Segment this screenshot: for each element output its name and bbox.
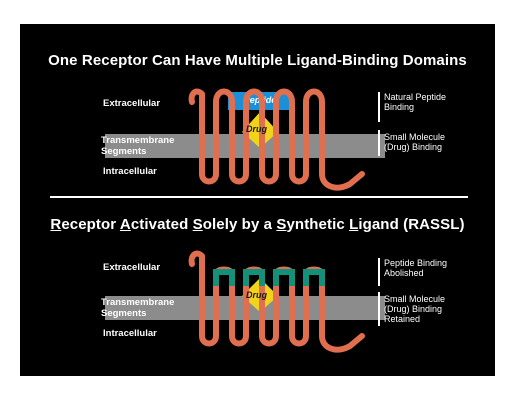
- note-small-molecule-2: (Drug) Binding: [384, 142, 443, 152]
- bottom-title-segment: igand (RASSL): [358, 216, 465, 233]
- transmembrane-label-bottom-2: Segments: [101, 308, 147, 319]
- mutant-loop-2: [243, 269, 265, 286]
- bottom-title-segment: R: [50, 216, 62, 233]
- extracellular-label-bottom: Extracellular: [103, 262, 161, 273]
- mutant-loop-1: [213, 269, 235, 286]
- panel-divider: [50, 196, 468, 198]
- bottom-title-segment: A: [119, 216, 131, 233]
- bottom-title-segment: ynthetic: [286, 216, 350, 233]
- note-drug-retained-3: Retained: [384, 314, 421, 324]
- intracellular-label-top: Intracellular: [103, 166, 157, 177]
- top-title: One Receptor Can Have Multiple Ligand-Bi…: [48, 52, 467, 69]
- slide: One Receptor Can Have Multiple Ligand-Bi…: [20, 24, 495, 376]
- note-drug-retained-1: Small Molecule: [384, 294, 446, 304]
- drug-label-bottom: Drug: [246, 290, 267, 300]
- mutant-loop-3: [273, 269, 295, 286]
- bottom-title-segment: olely by a: [202, 216, 277, 233]
- bracket-peptide-bottom: [378, 258, 380, 286]
- bottom-title-segment: S: [276, 216, 287, 233]
- drug-label-top: Drug: [246, 124, 267, 134]
- bracket-drug-top: [378, 130, 380, 156]
- note-peptide-abolished-1: Peptide Binding: [384, 258, 448, 268]
- bottom-title: Receptor Activated Solely by a Synthetic…: [20, 216, 495, 234]
- receptor-chain-top: [188, 88, 365, 191]
- note-natural-peptide-2: Binding: [384, 102, 415, 112]
- receptor-top: [188, 88, 365, 191]
- bracket-drug-bottom: [378, 292, 380, 326]
- transmembrane-label-top-1: Transmembrane: [101, 135, 175, 146]
- note-small-molecule-1: Small Molecule: [384, 132, 446, 142]
- transmembrane-label-bottom-1: Transmembrane: [101, 297, 175, 308]
- transmembrane-label-top-2: Segments: [101, 146, 147, 157]
- note-natural-peptide-1: Natural Peptide: [384, 92, 447, 102]
- bracket-peptide-top: [378, 92, 380, 122]
- bottom-title-segment: eceptor: [61, 216, 120, 233]
- bottom-title-segment: L: [349, 216, 359, 233]
- intracellular-label-bottom: Intracellular: [103, 328, 157, 339]
- note-peptide-abolished-2: Abolished: [384, 268, 424, 278]
- bottom-title-segment: S: [192, 216, 203, 233]
- bottom-title-segment: ctivated: [130, 216, 193, 233]
- note-drug-retained-2: (Drug) Binding: [384, 304, 443, 314]
- mutant-loop-4: [303, 269, 325, 286]
- receptor-bottom: [188, 250, 365, 353]
- extracellular-label-top: Extracellular: [103, 98, 161, 109]
- receptor-chain-bottom: [188, 250, 365, 353]
